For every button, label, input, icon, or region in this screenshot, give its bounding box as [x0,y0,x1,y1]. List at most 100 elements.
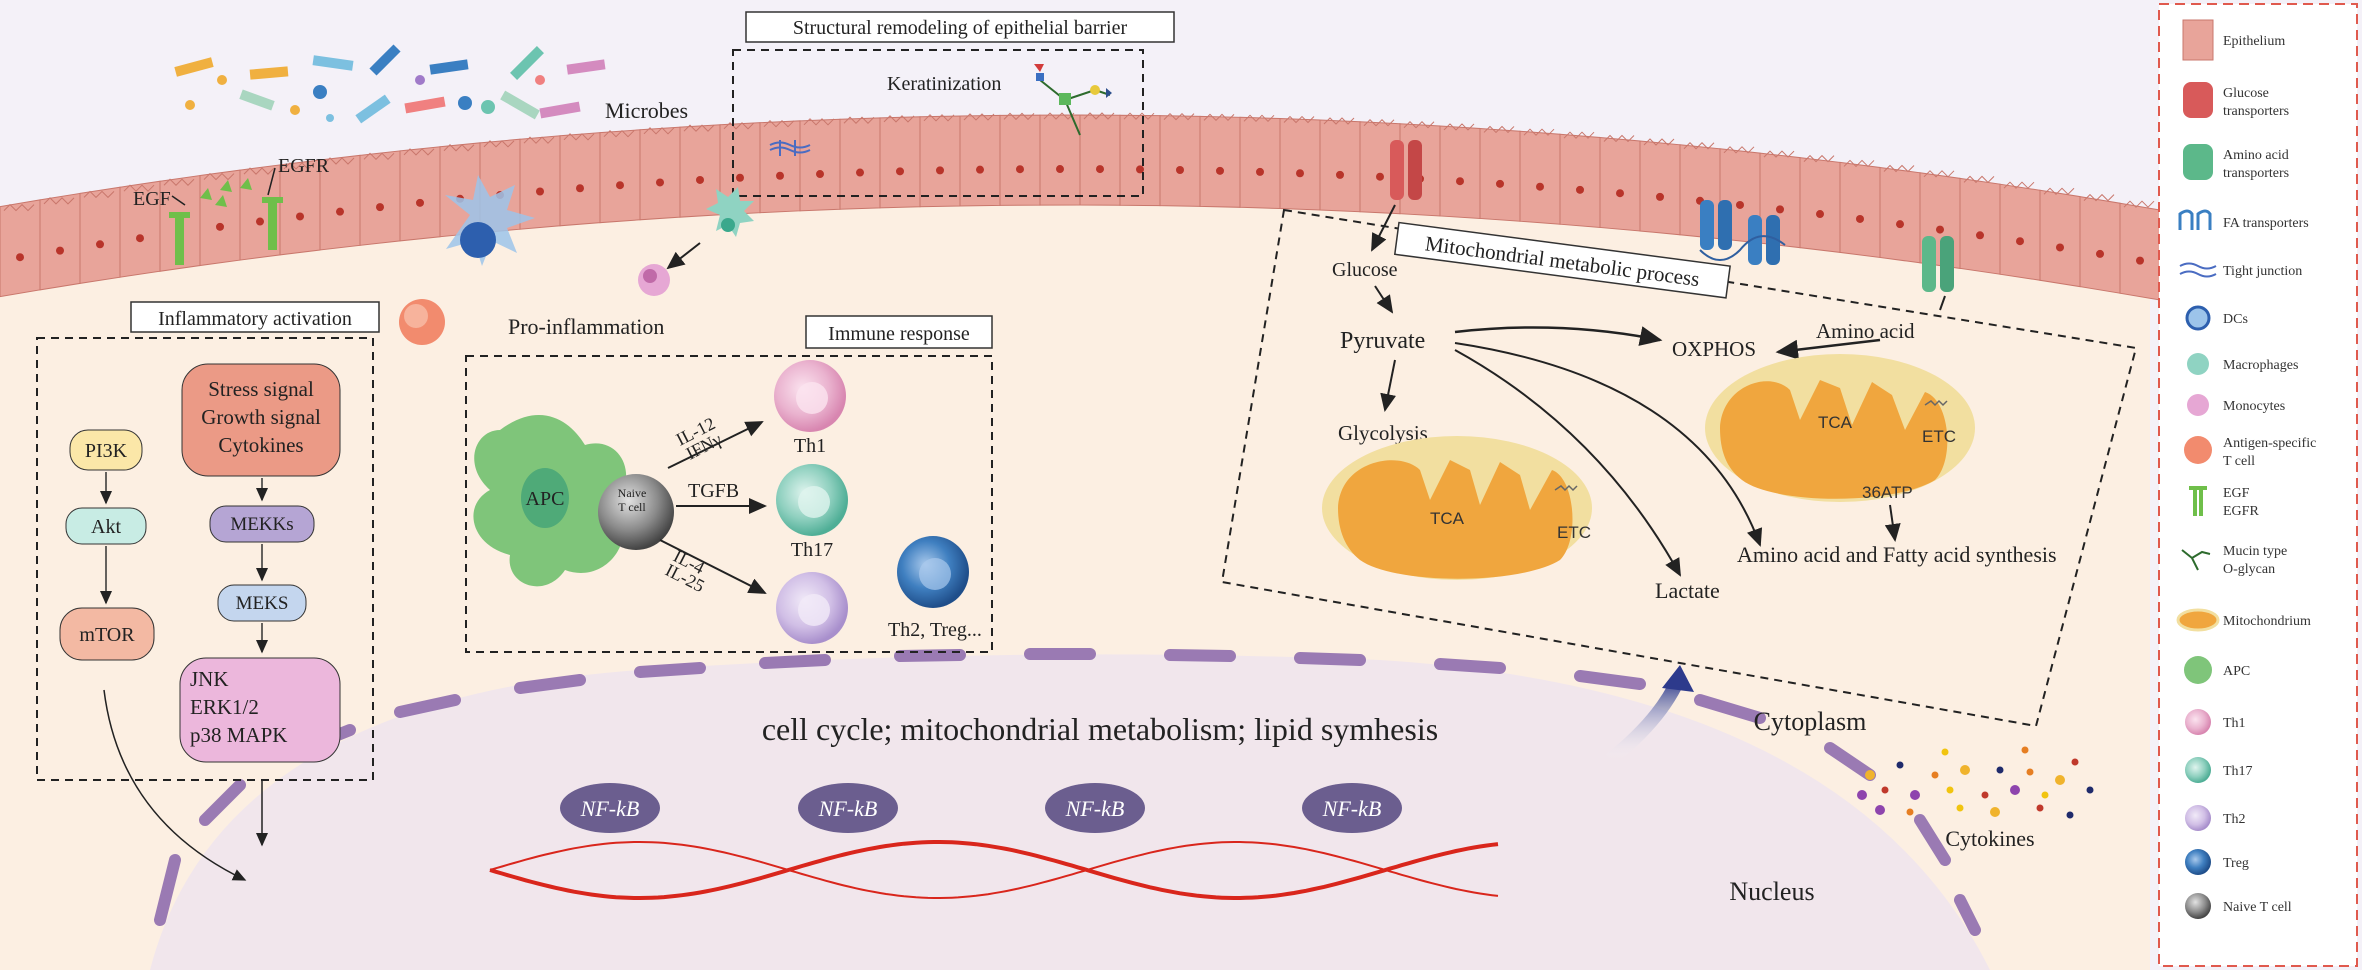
epithelial-cell [599,129,641,224]
epithelial-cell-nucleus [1296,169,1304,178]
cytokine-dot [1931,771,1939,779]
structural-remodeling-box [732,49,1144,197]
microbe [415,75,425,85]
legend-icon-epithelium [2182,19,2214,61]
monocyte-cell [638,264,670,296]
mitochondrial-process-box [1220,208,2138,728]
epithelial-cell [1119,114,1161,207]
microvilli [1283,115,1315,124]
amino-acid-label: Amino acid [1816,319,1915,343]
microvilli [1323,117,1355,125]
akt-box [65,507,147,545]
microvilli [1643,138,1675,146]
microbe [510,46,544,80]
membrane-segment [199,779,246,826]
transporter-down-line [1939,295,1946,311]
legend-icon-tight-junction [2179,262,2217,278]
membrane-segment [1164,649,1236,662]
legend-icon-treg [2185,849,2211,875]
cytokine-dot [1910,790,1920,800]
legend-label: APC [2223,664,2250,679]
epithelial-cell-nucleus [1456,177,1464,186]
dna-strand-b [489,841,1499,899]
microvilli [1163,112,1195,121]
microbe [313,85,327,99]
epithelial-cell [559,132,601,227]
legend-label: FA transporters [2223,216,2309,231]
epithelial-cell-nucleus [1096,165,1104,174]
microvilli [3,203,35,212]
nfkb-label: NF-kB [580,796,640,821]
epithelial-cell [199,169,241,267]
glucose-label: Glucose [1332,259,1398,281]
synthesis-label: Amino acid and Fatty acid synthesis [1737,542,2057,567]
epithelial-cell-nucleus [1936,225,1944,234]
microvilli [603,129,635,138]
epithelial-cell [1959,177,2001,275]
epithelial-cell [2079,196,2121,294]
mtor-to-nucleus-arrow [103,689,247,881]
membrane-segment [1914,814,1951,866]
cytokines-text: Cytokines [218,433,303,457]
epithelial-cell [359,150,401,246]
pro-inflammation-label: Pro-inflammation [508,314,664,339]
cytokines-label: Cytokines [1945,826,2034,851]
cytokine-dot [2086,786,2094,794]
epithelial-cell-nucleus [616,181,624,190]
microvilli [2123,200,2155,208]
meks-label: MEKS [236,593,289,614]
epithelial-cell-nucleus [136,234,144,243]
cytokine-dots [1857,746,2094,819]
microvilli [1843,159,1875,168]
epithelial-cell [879,116,921,209]
microvilli [1723,146,1755,154]
egfr-pointer [267,167,276,196]
inflammatory-title-box [130,301,380,333]
fa-transporter [1699,200,1786,265]
inflammatory-title: Inflammatory activation [158,308,352,330]
epithelial-cell-nucleus [376,203,384,212]
glucose-uptake-arrow [1371,204,1396,252]
naive-label-line2: T cell [618,500,646,514]
epithelial-cell-nucleus [1816,210,1824,219]
microvilli [1443,123,1475,131]
microbe [481,100,495,114]
epithelial-cell [919,115,961,208]
structural-remodeling-title: Structural remodeling of epithelial barr… [793,17,1128,39]
microvilli [883,115,915,123]
microvilli [443,144,475,152]
epithelial-cell [1519,130,1561,225]
epithelial-cell [1239,116,1281,210]
epithelial-cell-nucleus [1056,165,1064,174]
atp-arrow [1884,504,1901,542]
epithelial-cell [1639,140,1681,236]
microbe [355,94,391,124]
mitochondrion-1 [1322,436,1592,580]
epithelial-cell-nucleus [1016,165,1024,174]
microbe [458,96,472,110]
epithelial-cell [1439,125,1481,219]
microbe [369,44,401,76]
epithelial-cell-nucleus [896,167,904,176]
mekks-box [209,505,315,543]
nfkb-group: NF-kB NF-kB NF-kB NF-kB [560,783,1402,833]
amino-acid-transporter [1922,236,1954,292]
epithelial-cell [2119,202,2161,301]
microvilli [243,167,275,175]
epithelial-cell [1199,115,1241,208]
microvilli [1363,119,1395,127]
membrane-segment [154,854,181,926]
epithelial-cell [759,120,801,214]
legend-label: DCs [2223,312,2248,327]
pyruvate-label: Pyruvate [1340,328,1425,354]
mitochondrion-2 [1705,354,1975,502]
epithelial-cell [959,114,1001,207]
nfkb-label: NF-kB [1322,796,1382,821]
microbe [239,89,275,111]
epithelial-cell-nucleus [336,207,344,216]
cytokine-dot [1875,805,1885,815]
legend-label: Epithelium [2223,34,2285,49]
epithelium-layer [0,112,2161,301]
